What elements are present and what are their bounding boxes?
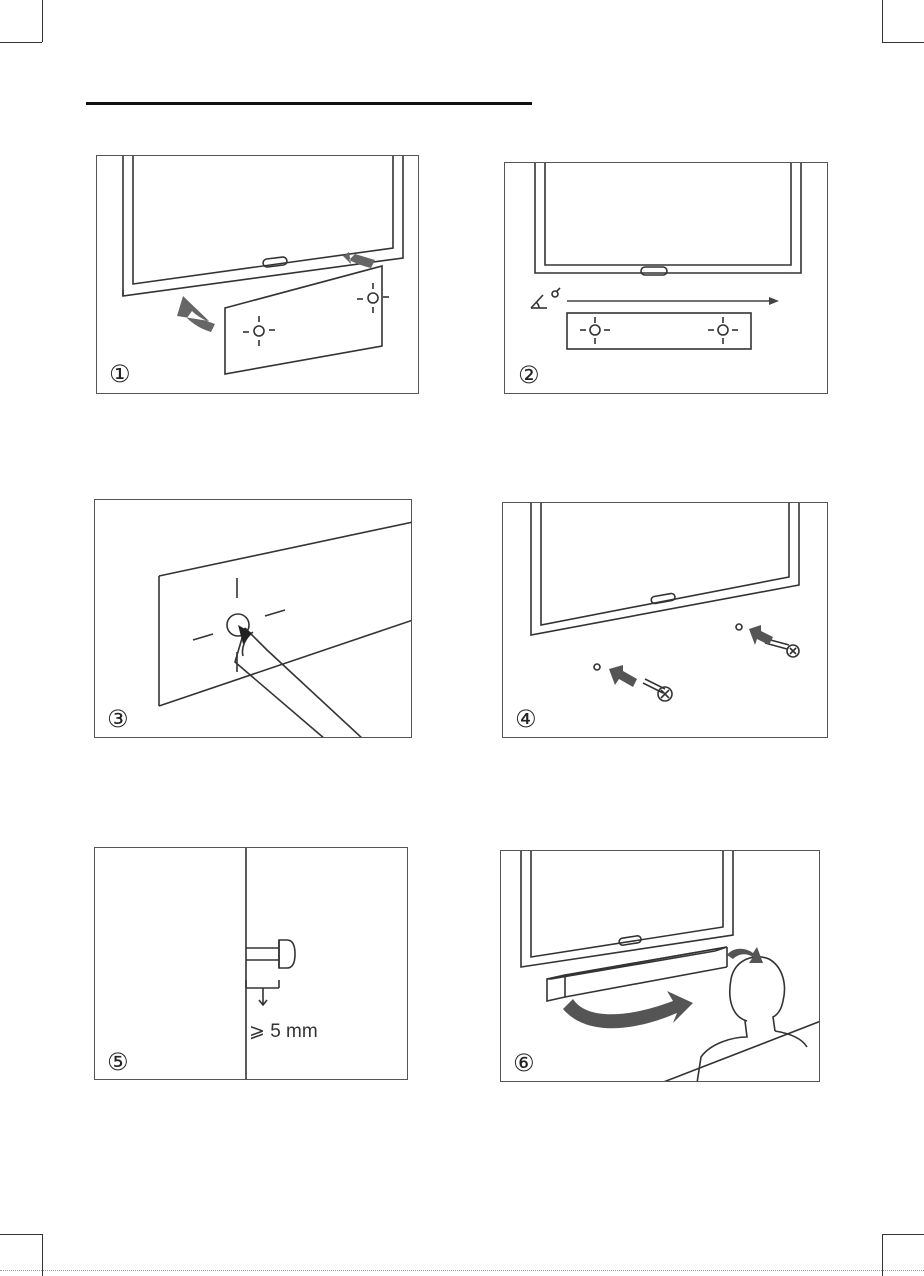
wall-hole [736, 624, 742, 630]
step-2-panel: ② [504, 162, 828, 394]
step-2-illustration [505, 163, 828, 394]
arrow-icon [749, 625, 773, 645]
crop-mark [882, 1234, 924, 1235]
clearance-label: ⩾ 5 mm [249, 1020, 318, 1043]
step-1-illustration [97, 156, 419, 394]
dimension-bracket [246, 980, 279, 1005]
soundbar [547, 947, 727, 1001]
step-number: ⑥ [513, 1051, 535, 1075]
crop-mark [0, 42, 42, 43]
page-bottom-dotted-edge [0, 1270, 924, 1271]
wall-hole [594, 664, 600, 670]
crop-mark [882, 0, 883, 42]
sofa-edge [661, 1021, 820, 1082]
step-1-panel: ① [96, 155, 419, 394]
step-number: ⑤ [107, 1050, 129, 1074]
crosshair-mark-right [357, 283, 389, 313]
screw-icon [246, 940, 295, 968]
step-number: ④ [515, 707, 537, 731]
section-title-rule [86, 102, 532, 105]
pencil-icon [235, 628, 363, 738]
pencil-tip [238, 625, 252, 644]
step-5-illustration [95, 848, 408, 1080]
step-6-panel: ⑥ [500, 850, 820, 1082]
arrow-icon [177, 296, 215, 332]
step-number: ② [518, 363, 540, 387]
crosshair-mark-right [708, 317, 738, 344]
step-3-panel: ③ [94, 499, 412, 738]
crosshair-mark-left [243, 316, 275, 346]
step-6-illustration [501, 851, 820, 1082]
crop-mark [0, 1234, 42, 1235]
step-5-panel: ⩾ 5 mm ⑤ [94, 847, 408, 1080]
step-number: ① [109, 362, 131, 386]
arrow-icon [769, 297, 779, 305]
step-number: ③ [107, 707, 129, 731]
level-icon [531, 288, 560, 308]
crop-mark [42, 0, 43, 42]
sound-arrow-icon [563, 991, 693, 1028]
crop-mark [882, 42, 924, 43]
crosshair-mark [193, 578, 285, 672]
screw-icon [643, 679, 672, 701]
step-3-illustration [95, 500, 412, 738]
step-4-panel: ④ [502, 502, 828, 738]
crosshair-mark-left [580, 317, 610, 344]
step-4-illustration [503, 503, 828, 738]
arrow-icon [609, 665, 637, 687]
